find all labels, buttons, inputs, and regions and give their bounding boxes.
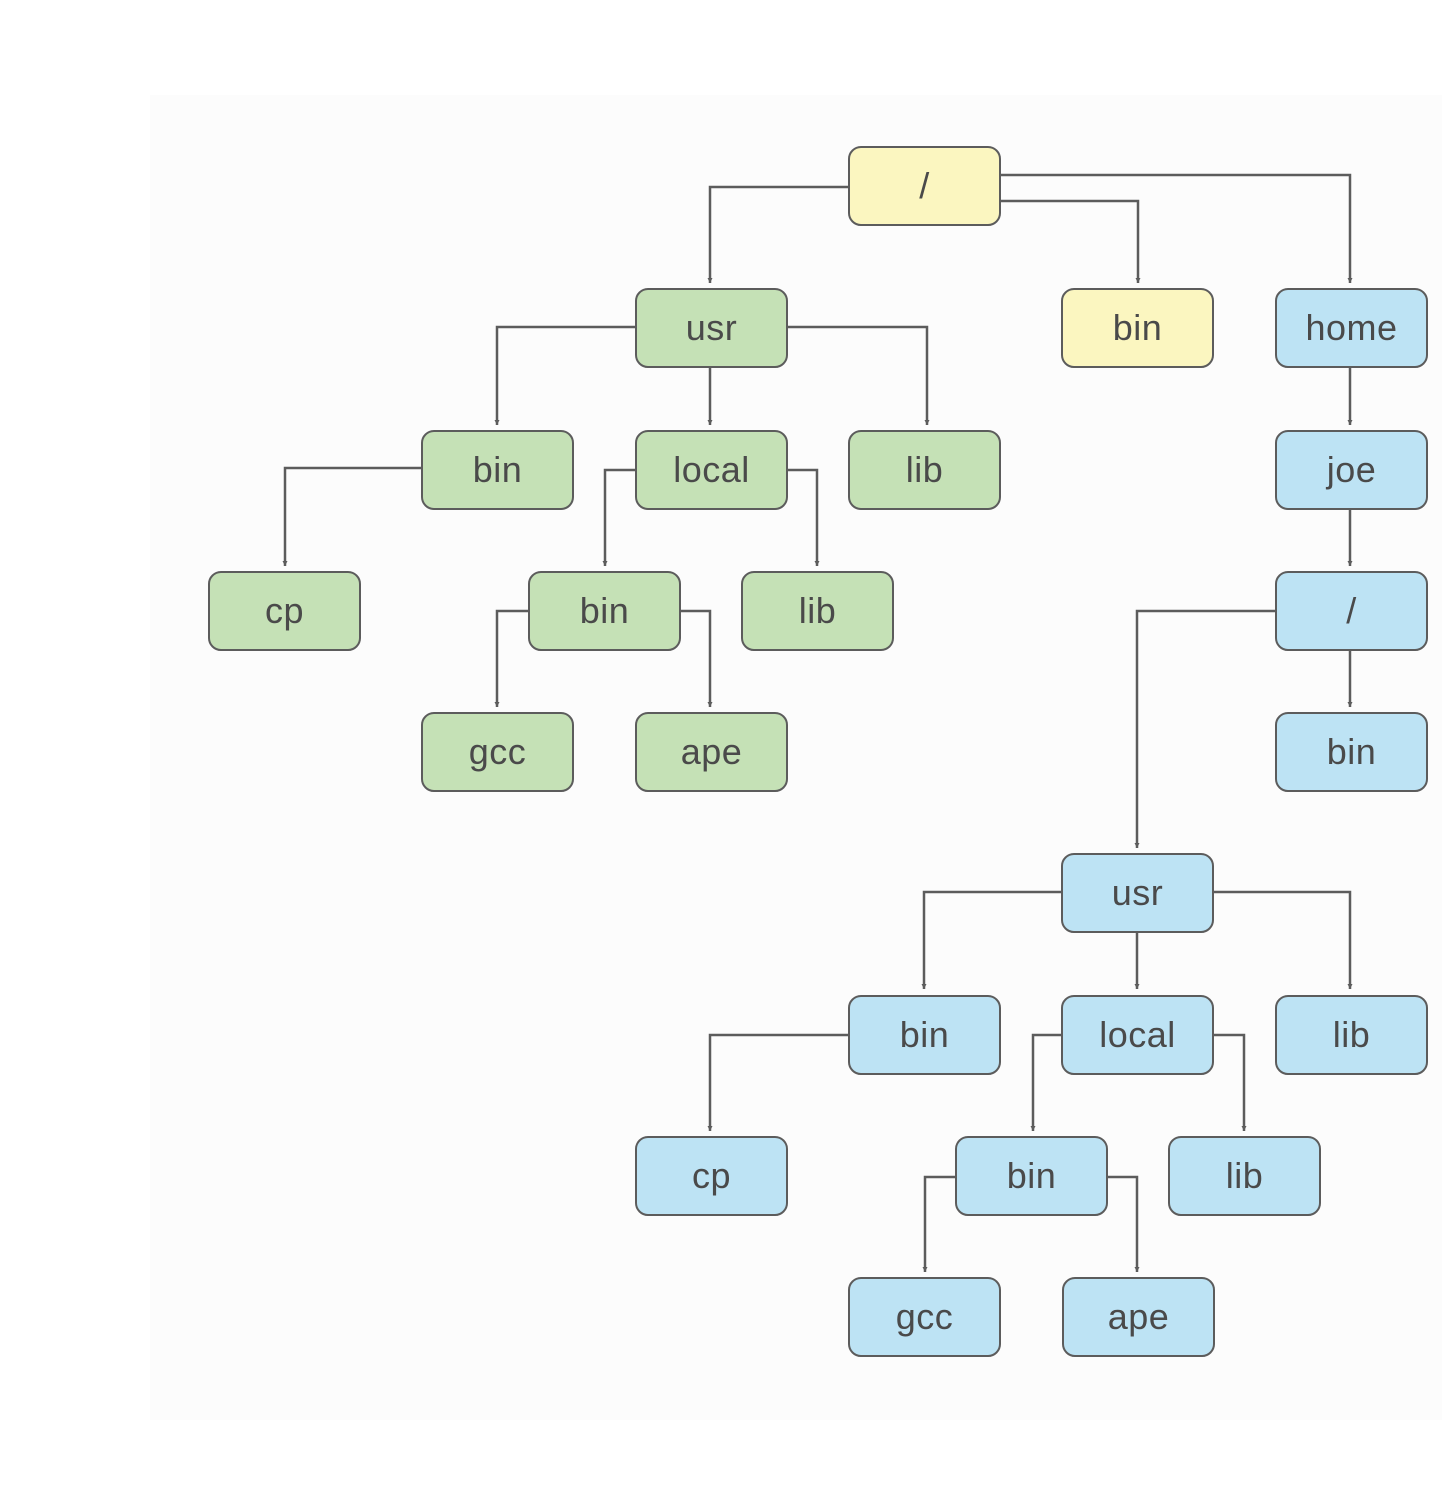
node-label: bin (1112, 307, 1163, 348)
node-label: / (1346, 590, 1357, 631)
edge-joeroot-usr (1134, 609, 1275, 848)
node-joe-usr: usr (1061, 853, 1214, 933)
edge-root-usr (707, 185, 848, 283)
node-home: home (1275, 288, 1428, 368)
node-label: bin (1326, 731, 1377, 772)
node-local-bin: bin (528, 571, 681, 651)
node-joe-bin: bin (1275, 712, 1428, 792)
edge-local-lib (788, 468, 820, 566)
edge-bin-ape (681, 609, 713, 707)
edge-usr-lib (788, 325, 930, 425)
node-usr: usr (635, 288, 788, 368)
node-label: home (1305, 307, 1398, 348)
edge-root-home (1001, 173, 1353, 283)
node-label: bin (899, 1014, 950, 1055)
edge-bin-cp (282, 466, 421, 566)
node-label: lib (1225, 1155, 1264, 1196)
node-label: local (673, 449, 750, 490)
edge-joeusr-lib (1214, 890, 1353, 989)
node-joe-usr-lib: lib (1275, 995, 1428, 1075)
node-label: gcc (895, 1296, 954, 1337)
node-label: lib (1332, 1014, 1371, 1055)
node-label: usr (685, 307, 738, 348)
node-label: gcc (468, 731, 527, 772)
node-joe-ape: ape (1062, 1277, 1215, 1357)
edge-joebin-cp (707, 1033, 848, 1131)
node-joe-local-bin: bin (955, 1136, 1108, 1216)
edge-joelocalbin-ape (1108, 1175, 1140, 1272)
edge-joelocalbin-gcc (922, 1175, 955, 1272)
node-joe-gcc: gcc (848, 1277, 1001, 1357)
node-joe-cp: cp (635, 1136, 788, 1216)
node-usr-local: local (635, 430, 788, 510)
node-joe-root: / (1275, 571, 1428, 651)
node-label: ape (1107, 1296, 1170, 1337)
edge-usr-bin (494, 325, 635, 425)
node-local-bin-ape: ape (635, 712, 788, 792)
node-label: cp (264, 590, 305, 631)
node-label: joe (1326, 449, 1377, 490)
node-label: / (919, 165, 930, 206)
node-usr-bin: bin (421, 430, 574, 510)
edge-joeusr-bin (921, 890, 1061, 989)
node-label: usr (1111, 872, 1164, 913)
node-joe-usr-local: local (1061, 995, 1214, 1075)
node-label: lib (905, 449, 944, 490)
node-label: bin (472, 449, 523, 490)
edge-local-bin (602, 468, 635, 566)
node-joe: joe (1275, 430, 1428, 510)
node-local-bin-gcc: gcc (421, 712, 574, 792)
edge-joelocal-bin (1030, 1033, 1061, 1131)
edge-root-bin (1001, 199, 1141, 283)
node-label: local (1099, 1014, 1176, 1055)
node-label: ape (680, 731, 743, 772)
node-usr-bin-cp: cp (208, 571, 361, 651)
edge-joelocal-lib (1214, 1033, 1247, 1131)
node-root: / (848, 146, 1001, 226)
edge-bin-gcc (494, 609, 528, 707)
node-joe-local-lib: lib (1168, 1136, 1321, 1216)
node-joe-usr-bin: bin (848, 995, 1001, 1075)
node-root-bin: bin (1061, 288, 1214, 368)
node-label: bin (579, 590, 630, 631)
node-local-lib: lib (741, 571, 894, 651)
node-label: cp (691, 1155, 732, 1196)
node-label: bin (1006, 1155, 1057, 1196)
node-usr-lib: lib (848, 430, 1001, 510)
node-label: lib (798, 590, 837, 631)
